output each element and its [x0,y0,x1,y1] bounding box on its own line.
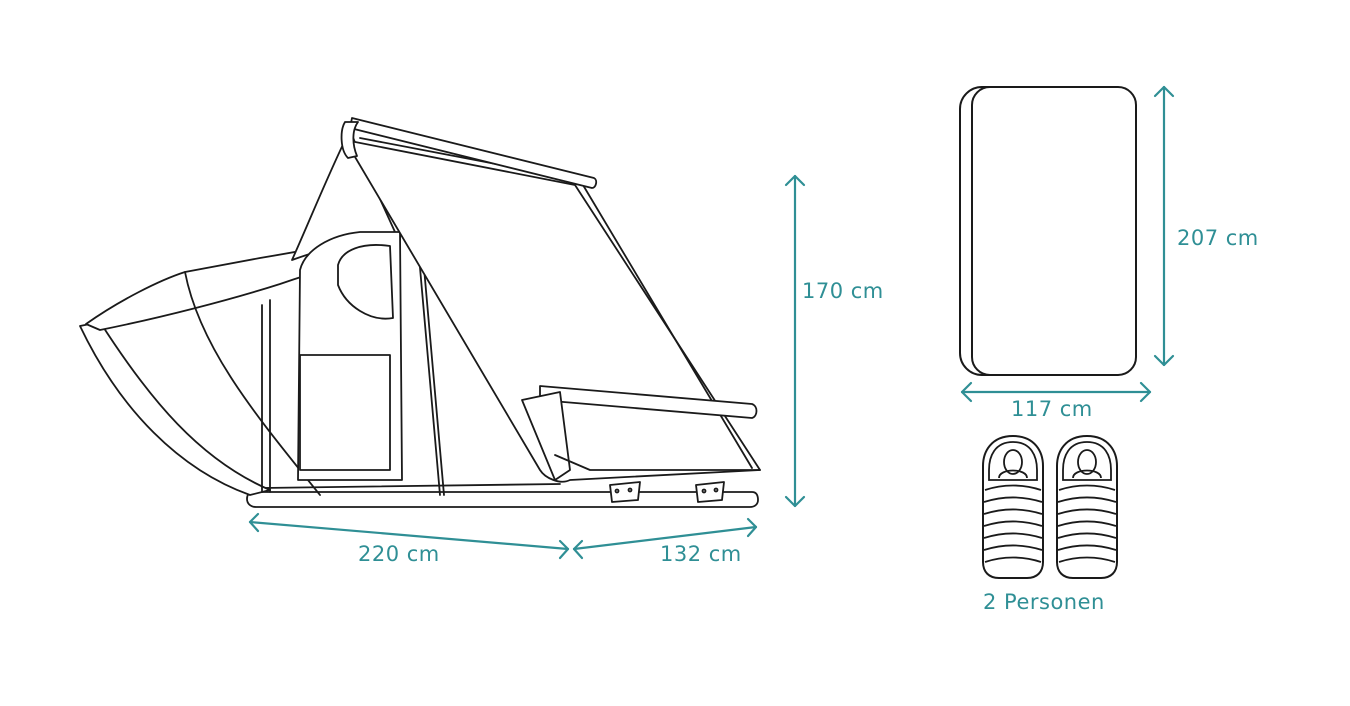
sleeping-bag-icon [1056,435,1118,579]
arrow-mattress-length [1153,85,1175,367]
capacity-label: 2 Personen [983,590,1105,614]
rooftop-tent-drawing [79,117,761,508]
length-extension-label: 132 cm [660,542,742,566]
arrow-height [784,174,806,508]
arrow-length-closed [248,512,570,560]
sleeping-bag-icon [982,435,1044,579]
arrow-mattress-width [960,381,1152,403]
arrow-length-extension [572,517,758,560]
mattress-icon [959,86,1137,376]
mattress-length-label: 207 cm [1177,226,1259,250]
height-label: 170 cm [802,279,884,303]
length-closed-label: 220 cm [358,542,440,566]
mattress-width-label: 117 cm [1011,397,1093,421]
